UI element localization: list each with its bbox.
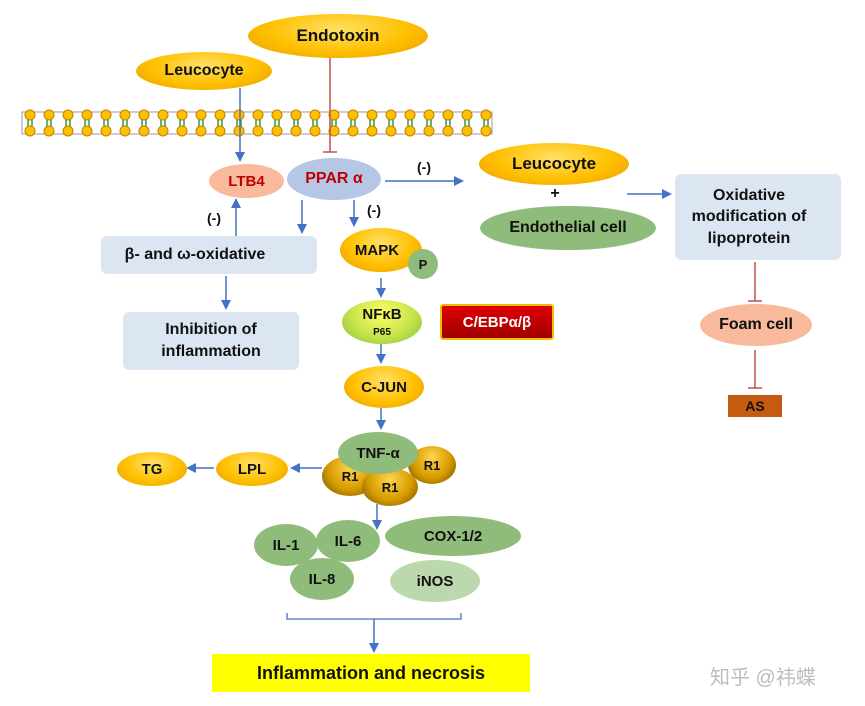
lipid-head xyxy=(423,109,435,121)
lipid-head xyxy=(347,109,359,121)
lipid-head xyxy=(233,109,245,121)
node-ltb4: LTB4 xyxy=(209,164,284,198)
lipid-head xyxy=(290,109,302,121)
lipid-head xyxy=(366,109,378,121)
node-inflammation-necrosis: Inflammation and necrosis xyxy=(212,654,530,692)
node-foam-cell: Foam cell xyxy=(700,304,812,346)
lipid-head xyxy=(138,125,150,137)
node-tnf-alpha: TNF-α xyxy=(338,432,418,474)
watermark: 知乎 @祎蝶 xyxy=(710,667,816,689)
lipid-head xyxy=(100,125,112,137)
lipid-head xyxy=(309,125,321,137)
lipid-head xyxy=(480,109,492,121)
node-cox: COX-1/2 xyxy=(385,516,521,556)
node-il-8: IL-8 xyxy=(290,558,354,600)
lipid-head xyxy=(81,109,93,121)
node-p: P xyxy=(408,249,438,279)
node-p65: P65 xyxy=(373,326,391,338)
lipid-head xyxy=(385,109,397,121)
node-nfkb: NFκB xyxy=(342,300,422,344)
node-tg: TG xyxy=(117,452,187,486)
node-inhibition-of-inflammation: Inhibition of inflammation xyxy=(123,312,299,370)
lipid-head xyxy=(119,109,131,121)
cytokine-bracket xyxy=(286,613,462,620)
lipid-head xyxy=(176,109,188,121)
lipid-head xyxy=(62,109,74,121)
lipid-head xyxy=(43,109,55,121)
lipid-head xyxy=(309,109,321,121)
cell-membrane xyxy=(21,109,493,137)
lipid-head xyxy=(366,125,378,137)
lipid-head xyxy=(461,109,473,121)
lipid-head xyxy=(24,109,36,121)
lipid-head xyxy=(214,109,226,121)
node-il-1: IL-1 xyxy=(254,524,318,566)
lipid-head xyxy=(252,125,264,137)
node-beta-omega-oxidative: β- and ω-oxidative xyxy=(101,236,317,274)
lipid-head xyxy=(404,125,416,137)
lipid-head xyxy=(328,109,340,121)
lipid-head xyxy=(385,125,397,137)
lipid-head xyxy=(423,125,435,137)
node-endothelial-cell: Endothelial cell xyxy=(480,206,656,250)
node-leucocyte-right: Leucocyte xyxy=(479,143,629,185)
lipid-head xyxy=(328,125,340,137)
lipid-head xyxy=(404,109,416,121)
lipid-head xyxy=(157,109,169,121)
lipid-head xyxy=(100,109,112,121)
node-c-jun: C-JUN xyxy=(344,366,424,408)
lipid-head xyxy=(442,109,454,121)
inhibit-label-ppar-leucocyte: (-) xyxy=(417,159,431,175)
node-oxidative-modification: Oxidative modification of lipoprotein xyxy=(675,174,841,260)
node-lpl: LPL xyxy=(216,452,288,486)
lipid-head xyxy=(233,125,245,137)
lipid-head xyxy=(62,125,74,137)
lipid-head xyxy=(347,125,359,137)
node-endotoxin: Endotoxin xyxy=(248,14,428,58)
inhibit-label-ltb4: (-) xyxy=(207,210,221,226)
node-il-6: IL-6 xyxy=(316,520,380,562)
lipid-head xyxy=(271,109,283,121)
lipid-head xyxy=(176,125,188,137)
lipid-head xyxy=(119,125,131,137)
node-inos: iNOS xyxy=(390,560,480,602)
inhibit-label-ppar-mapk: (-) xyxy=(367,202,381,218)
lipid-head xyxy=(138,109,150,121)
lipid-head xyxy=(24,125,36,137)
node-r1-bottom: R1 xyxy=(362,468,418,506)
lipid-head xyxy=(214,125,226,137)
lipid-head xyxy=(480,125,492,137)
lipid-head xyxy=(271,125,283,137)
lipid-head xyxy=(195,109,207,121)
lipid-head xyxy=(442,125,454,137)
node-mapk: MAPK xyxy=(340,228,422,272)
plus-sign: + xyxy=(550,185,560,202)
lipid-head xyxy=(43,125,55,137)
lipid-head xyxy=(461,125,473,137)
lipid-head xyxy=(290,125,302,137)
node-ppar-alpha: PPAR α xyxy=(287,158,381,200)
node-cebp: C/EBPα/β xyxy=(440,304,554,340)
node-as: AS xyxy=(728,395,782,417)
lipid-head xyxy=(252,109,264,121)
node-leucocyte-top: Leucocyte xyxy=(136,52,272,90)
lipid-head xyxy=(195,125,207,137)
lipid-head xyxy=(157,125,169,137)
lipid-head xyxy=(81,125,93,137)
